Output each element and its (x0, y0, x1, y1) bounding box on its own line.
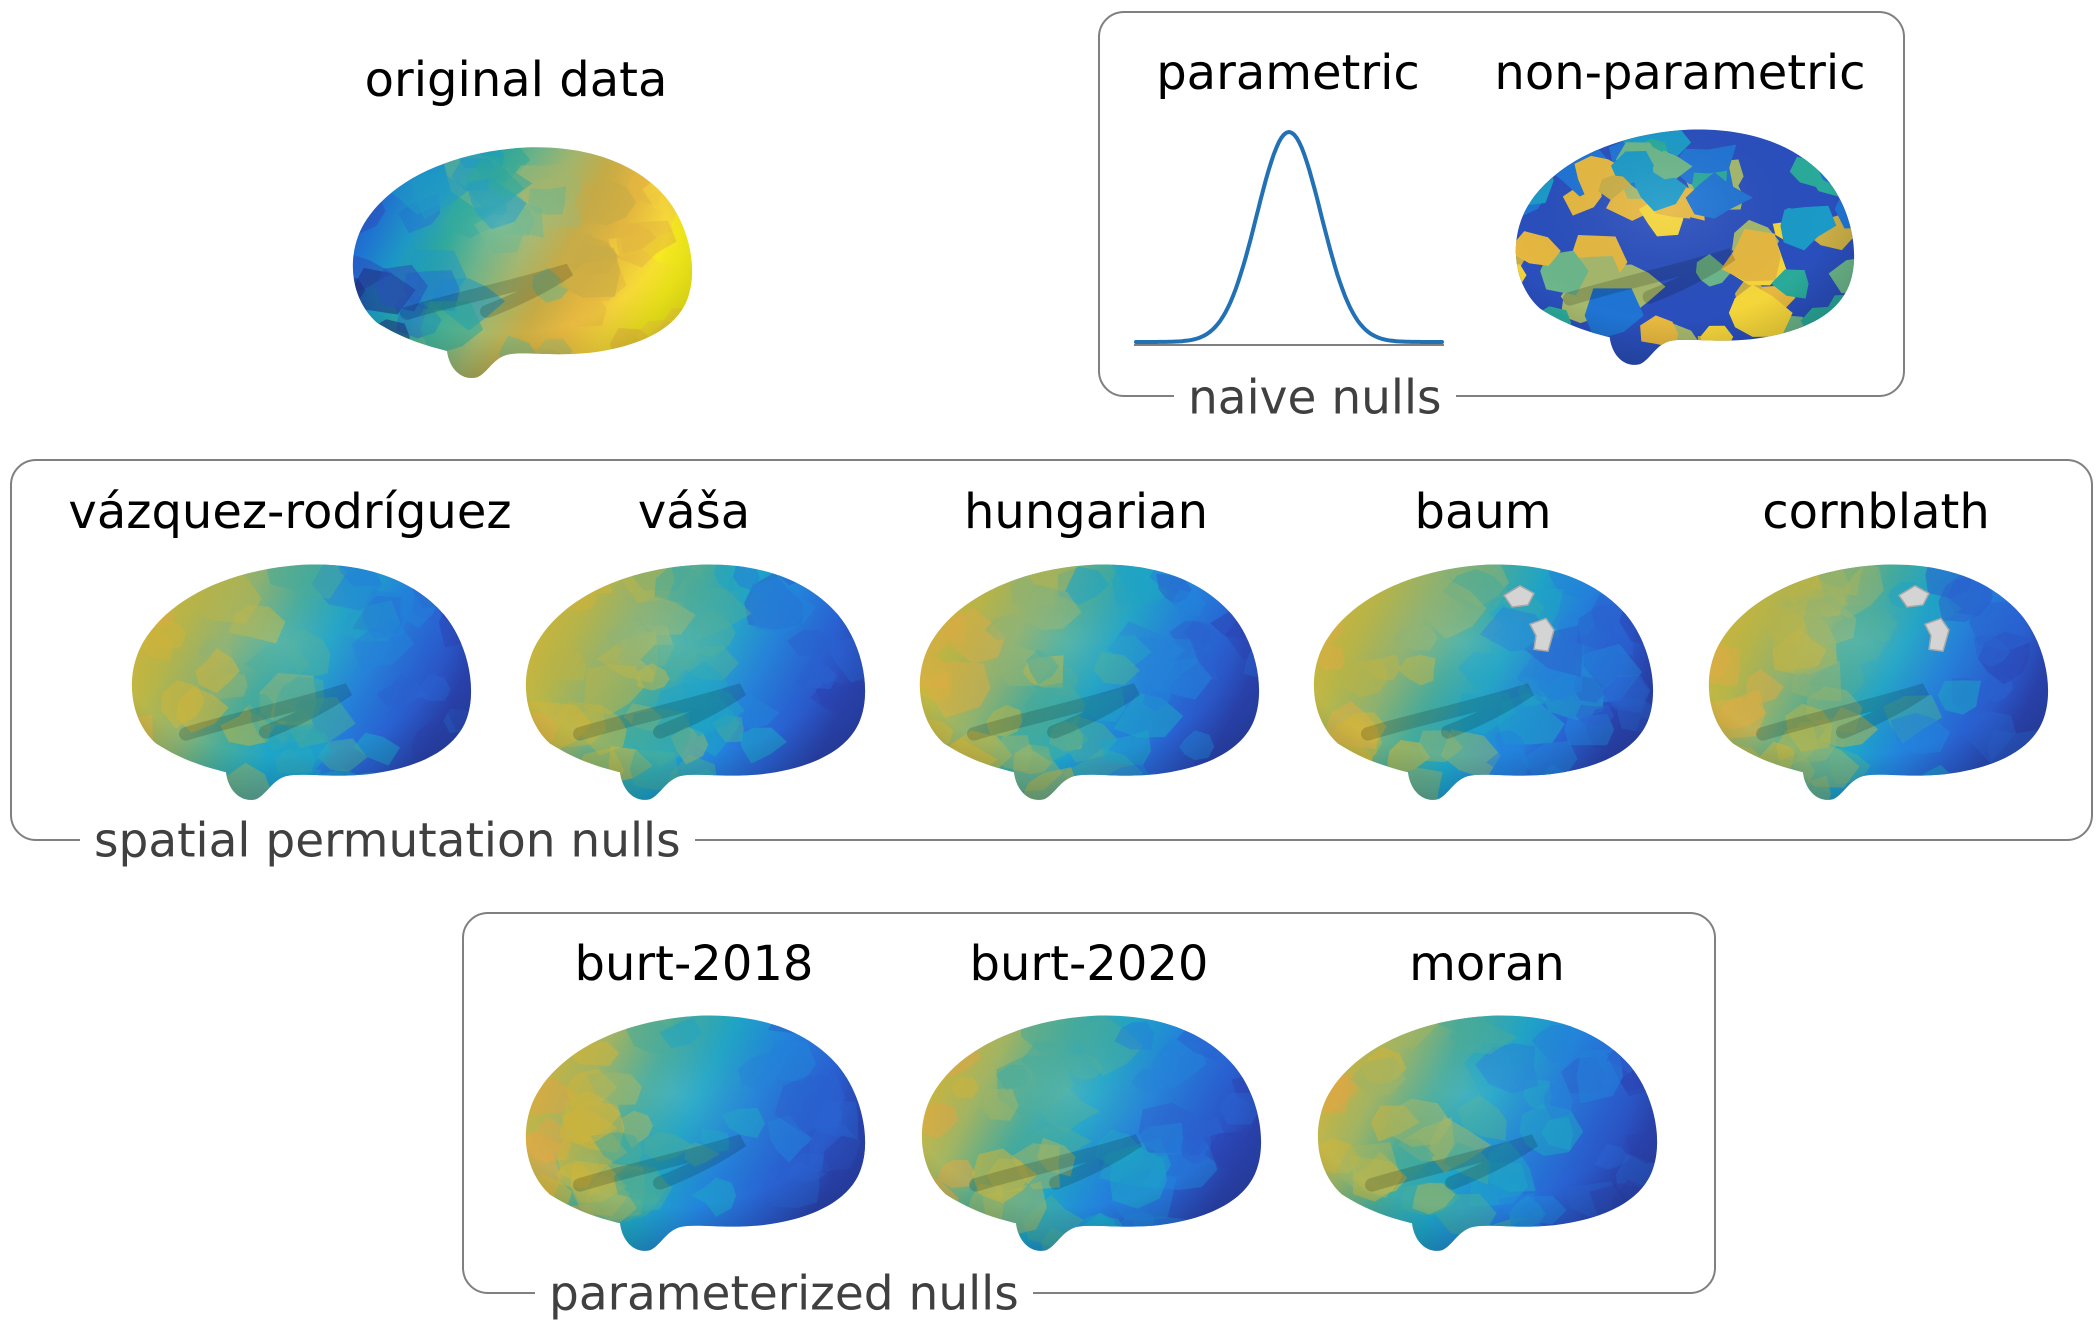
original-data-title: original data (364, 52, 668, 108)
vasa-title: váša (637, 484, 751, 540)
naive-nulls-label: naive nulls (1174, 374, 1456, 422)
burt-2020-title: burt-2020 (969, 936, 1209, 992)
parameterized-nulls-panel (462, 912, 1716, 1294)
baum-brain (1298, 555, 1664, 805)
parameterized-nulls-label: parameterized nulls (535, 1270, 1033, 1318)
non-parametric-brain (1500, 120, 1865, 370)
cornblath-brain (1693, 555, 2059, 805)
burt-2018-brain (510, 1006, 876, 1256)
baum-title: baum (1414, 484, 1552, 540)
vasa-brain (510, 555, 876, 805)
non-parametric-title: non-parametric (1494, 45, 1866, 101)
original-data-brain (337, 138, 703, 383)
spatial-permutation-nulls-label: spatial permutation nulls (80, 817, 695, 865)
spatial-permutation-nulls-panel (10, 459, 2093, 841)
parametric-title: parametric (1156, 45, 1420, 101)
vazquez-rodriguez-brain (116, 555, 482, 805)
hungarian-brain (904, 555, 1270, 805)
moran-title: moran (1409, 936, 1565, 992)
hungarian-title: hungarian (963, 484, 1209, 540)
moran-brain (1302, 1006, 1668, 1256)
naive-nulls-panel (1098, 11, 1905, 397)
burt-2018-title: burt-2018 (574, 936, 814, 992)
burt-2020-brain (906, 1006, 1272, 1256)
cornblath-title: cornblath (1762, 484, 1990, 540)
parametric-density-curve (1134, 129, 1444, 344)
parametric-distribution-plot (1134, 129, 1444, 346)
vazquez-rodriguez-title: vázquez-rodríguez (68, 484, 512, 540)
